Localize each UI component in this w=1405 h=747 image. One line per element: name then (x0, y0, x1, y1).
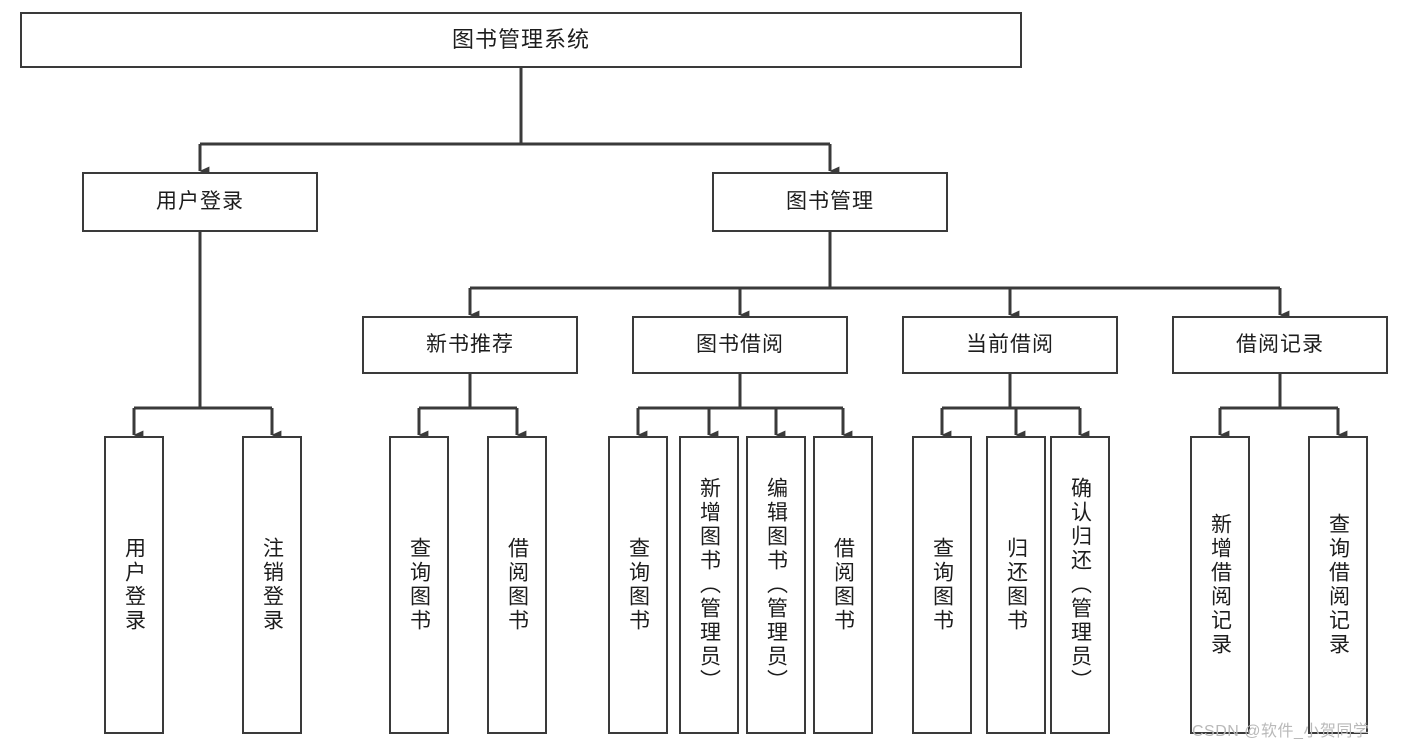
node-current-borrow-label: 当前借阅 (966, 333, 1054, 357)
node-leaf-edit-book-label: 编辑图书（管理员） (764, 477, 788, 693)
node-leaf-user-login[interactable]: 用户登录 (104, 436, 164, 734)
node-leaf-query-record[interactable]: 查询借阅记录 (1308, 436, 1368, 734)
node-root[interactable]: 图书管理系统 (20, 12, 1022, 68)
node-leaf-confirm-return-label: 确认归还（管理员） (1068, 477, 1092, 693)
node-leaf-user-login-label: 用户登录 (122, 537, 146, 633)
node-leaf-add-record-label: 新增借阅记录 (1208, 513, 1232, 657)
node-leaf-add-book-label: 新增图书（管理员） (697, 477, 721, 693)
node-book-manage-label: 图书管理 (786, 190, 874, 214)
node-leaf-query-book-2-label: 查询图书 (626, 537, 650, 633)
node-book-manage[interactable]: 图书管理 (712, 172, 948, 232)
node-leaf-borrow-book-1-label: 借阅图书 (505, 537, 529, 633)
node-new-book-recommend-label: 新书推荐 (426, 333, 514, 357)
node-root-label: 图书管理系统 (451, 26, 590, 52)
node-user-login-label: 用户登录 (156, 190, 244, 214)
node-leaf-query-book-1[interactable]: 查询图书 (389, 436, 449, 734)
node-leaf-logout-label: 注销登录 (260, 537, 284, 633)
node-leaf-add-book[interactable]: 新增图书（管理员） (679, 436, 739, 734)
node-leaf-borrow-book-2[interactable]: 借阅图书 (813, 436, 873, 734)
node-user-login[interactable]: 用户登录 (82, 172, 318, 232)
node-current-borrow[interactable]: 当前借阅 (902, 316, 1118, 374)
node-leaf-borrow-book-1[interactable]: 借阅图书 (487, 436, 547, 734)
node-leaf-edit-book[interactable]: 编辑图书（管理员） (746, 436, 806, 734)
node-leaf-query-book-2[interactable]: 查询图书 (608, 436, 668, 734)
connector-lines (132, 68, 1348, 440)
node-new-book-recommend[interactable]: 新书推荐 (362, 316, 578, 374)
node-leaf-query-book-1-label: 查询图书 (407, 537, 431, 633)
node-leaf-query-book-3[interactable]: 查询图书 (912, 436, 972, 734)
node-leaf-borrow-book-2-label: 借阅图书 (831, 537, 855, 633)
node-leaf-return-book[interactable]: 归还图书 (986, 436, 1046, 734)
node-leaf-add-record[interactable]: 新增借阅记录 (1190, 436, 1250, 734)
node-leaf-logout[interactable]: 注销登录 (242, 436, 302, 734)
csdn-watermark: CSDN @软件_小贺同学 (1192, 723, 1370, 740)
node-borrow-record-label: 借阅记录 (1236, 333, 1324, 357)
node-book-borrow[interactable]: 图书借阅 (632, 316, 848, 374)
node-book-borrow-label: 图书借阅 (696, 333, 784, 357)
node-leaf-query-book-3-label: 查询图书 (930, 537, 954, 633)
node-borrow-record[interactable]: 借阅记录 (1172, 316, 1388, 374)
node-leaf-return-book-label: 归还图书 (1004, 537, 1028, 633)
node-leaf-confirm-return[interactable]: 确认归还（管理员） (1050, 436, 1110, 734)
node-leaf-query-record-label: 查询借阅记录 (1326, 513, 1350, 657)
